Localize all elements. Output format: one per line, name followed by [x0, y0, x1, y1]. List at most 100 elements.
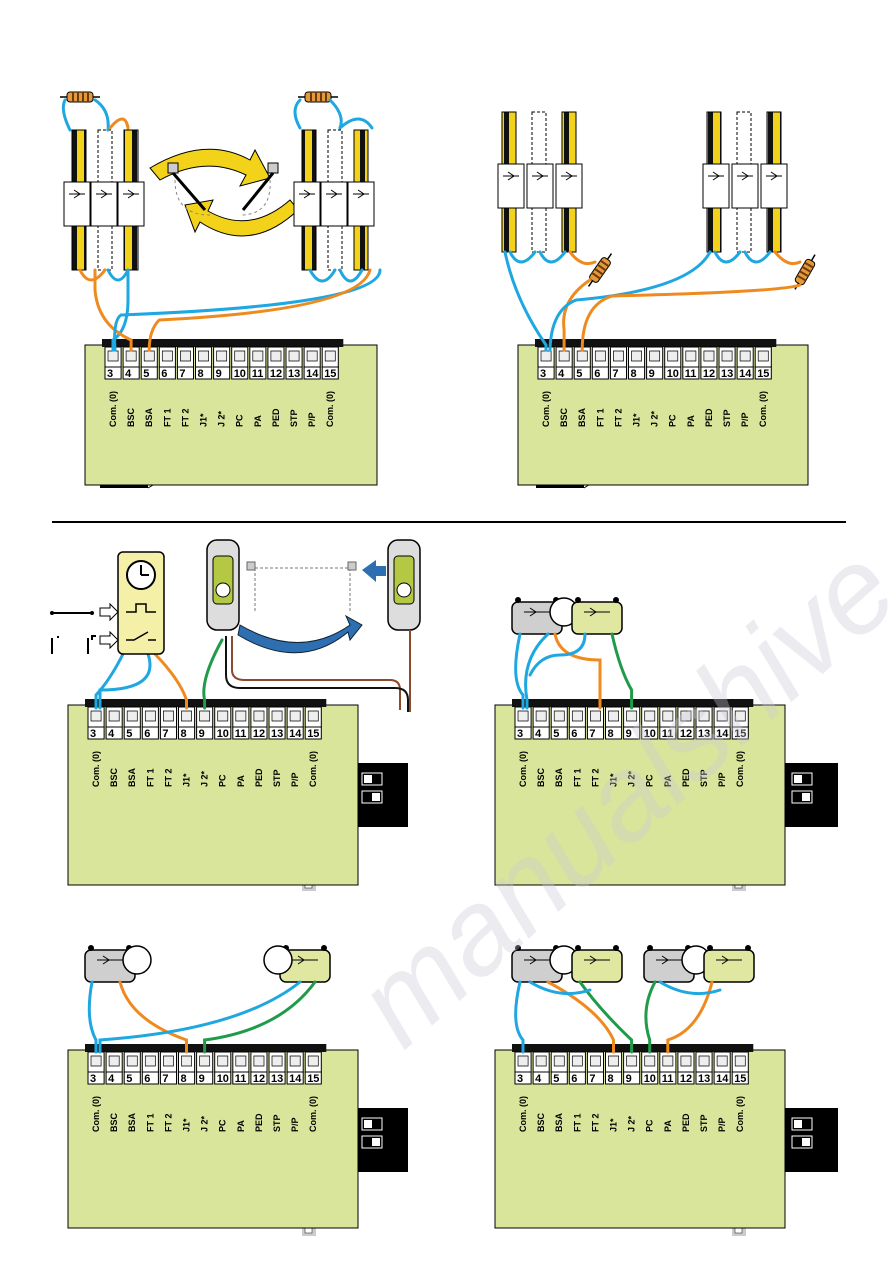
photocell-lens: [122, 945, 152, 975]
terminal-label: PED: [254, 1113, 264, 1132]
terminal-number-12: 12: [253, 728, 265, 740]
terminal-number-4: 4: [535, 1073, 542, 1085]
terminal-label: J 2*: [217, 410, 227, 427]
terminal-label: PC: [218, 774, 228, 787]
terminal-number-5: 5: [576, 368, 582, 380]
terminal-label: PED: [681, 1113, 691, 1132]
terminal-label: PC: [645, 774, 655, 787]
terminal-number-13: 13: [698, 1073, 710, 1085]
terminal-number-10: 10: [217, 728, 229, 740]
terminal-label: BSC: [109, 1112, 119, 1132]
terminal-number-9: 9: [199, 1073, 205, 1085]
terminal-top-bar: [535, 339, 777, 347]
terminal-label: FT 2: [590, 1113, 600, 1132]
terminal-label: P/P: [717, 772, 727, 787]
terminal-number-4: 4: [558, 368, 565, 380]
gate-swing-arrows-top-left: [149, 148, 299, 237]
terminal-label: STP: [722, 409, 732, 427]
terminal-number-12: 12: [253, 1073, 265, 1085]
terminal-number-9: 9: [216, 368, 222, 380]
terminal-number-13: 13: [271, 1073, 283, 1085]
sensor-contact-box: [497, 163, 525, 209]
terminal-label: J1*: [199, 413, 209, 427]
terminal-label: FT 1: [145, 768, 155, 787]
terminal-number-8: 8: [181, 728, 187, 740]
terminal-label: J1*: [632, 413, 642, 427]
terminal-number-13: 13: [288, 368, 300, 380]
contact-symbols: [50, 602, 119, 654]
terminal-number-13: 13: [271, 728, 283, 740]
terminal-label: J 2*: [627, 1115, 637, 1132]
terminal-number-8: 8: [181, 1073, 187, 1085]
terminal-number-11: 11: [685, 368, 697, 380]
terminal-number-9: 9: [626, 728, 632, 740]
terminal-label: PA: [663, 1120, 673, 1132]
photocell-icon: [703, 945, 755, 983]
terminal-number-3: 3: [540, 368, 546, 380]
terminal-number-4: 4: [108, 728, 115, 740]
terminal-label: J1*: [609, 773, 619, 787]
terminal-label: Com. (0): [108, 391, 118, 427]
terminal-number-15: 15: [324, 368, 336, 380]
terminal-number-14: 14: [739, 368, 752, 380]
terminal-number-11: 11: [235, 728, 247, 740]
terminal-number-6: 6: [594, 368, 600, 380]
terminal-label: P/P: [717, 1117, 727, 1132]
terminal-label: BSA: [554, 1112, 564, 1132]
terminal-number-11: 11: [662, 728, 674, 740]
terminal-number-10: 10: [644, 1073, 656, 1085]
terminal-label: Com. (0): [91, 1096, 101, 1132]
sensor-contact-box: [320, 181, 348, 227]
terminal-label: FT 2: [613, 408, 623, 427]
terminal-number-12: 12: [680, 1073, 692, 1085]
terminal-number-11: 11: [662, 1073, 674, 1085]
terminal-label: J 2*: [627, 770, 637, 787]
terminal-number-3: 3: [90, 1073, 96, 1085]
terminal-label: J 2*: [650, 410, 660, 427]
terminal-label: FT 1: [572, 1113, 582, 1132]
terminal-label: BSC: [536, 1112, 546, 1132]
terminal-label: BSA: [554, 767, 564, 787]
terminal-label: Com. (0): [735, 1096, 745, 1132]
terminal-number-4: 4: [125, 368, 132, 380]
terminal-label: FT 2: [163, 1113, 173, 1132]
photocell-icon: [643, 945, 711, 983]
terminal-label: Com. (0): [541, 391, 551, 427]
terminal-label: FT 2: [590, 768, 600, 787]
terminal-label: STP: [699, 769, 709, 787]
terminal-label: FT 1: [572, 768, 582, 787]
terminal-number-12: 12: [270, 368, 282, 380]
photocell-lens: [263, 945, 293, 975]
sensor-contact-box: [731, 163, 759, 209]
terminal-label: BSC: [536, 767, 546, 787]
terminal-label: PED: [271, 408, 281, 427]
terminal-number-3: 3: [517, 1073, 523, 1085]
terminal-number-15: 15: [307, 1073, 319, 1085]
terminal-label: J1*: [182, 1118, 192, 1132]
terminal-label: Com. (0): [758, 391, 768, 427]
terminal-number-7: 7: [612, 368, 618, 380]
terminal-top-bar: [102, 339, 344, 347]
terminal-label: STP: [289, 409, 299, 427]
terminal-label: J1*: [609, 1118, 619, 1132]
terminal-label: BSA: [127, 767, 137, 787]
terminal-number-10: 10: [667, 368, 679, 380]
terminal-label: PC: [235, 414, 245, 427]
gate-operator-motors: [206, 539, 421, 712]
terminal-label: STP: [699, 1114, 709, 1132]
terminal-number-5: 5: [553, 1073, 559, 1085]
terminal-label: P/P: [740, 412, 750, 427]
terminal-label: J 2*: [200, 770, 210, 787]
terminal-label: BSC: [559, 407, 569, 427]
terminal-number-13: 13: [721, 368, 733, 380]
terminal-label: BSC: [109, 767, 119, 787]
terminal-number-4: 4: [108, 1073, 115, 1085]
terminal-label: PC: [218, 1119, 228, 1132]
sensor-contact-box: [526, 163, 554, 209]
terminal-number-7: 7: [162, 1073, 168, 1085]
terminal-number-6: 6: [571, 728, 577, 740]
terminal-number-4: 4: [535, 728, 542, 740]
sensor-contact-box: [347, 181, 375, 227]
terminal-number-14: 14: [716, 1073, 729, 1085]
